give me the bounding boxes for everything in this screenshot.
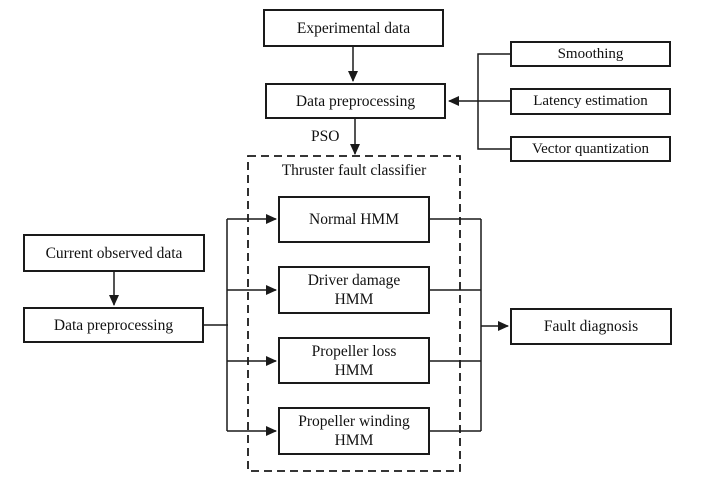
experimental-data-label: Experimental data [296, 19, 411, 37]
normal-hmm-label: Normal HMM [309, 211, 399, 228]
latency-estimation-label: Latency estimation [533, 93, 648, 109]
propeller-winding-hmm-node: Propeller winding HMM [278, 407, 430, 455]
current-observed-data-label: Current observed data [45, 244, 183, 262]
driver-damage-hmm-node: Driver damage HMM [278, 266, 430, 314]
data-preprocessing-left-node: Data preprocessing [23, 307, 204, 343]
current-observed-data-node: Current observed data [23, 234, 205, 272]
vector-quantization-node: Vector quantization [510, 136, 671, 162]
propeller-winding-hmm-label-line1: Propeller winding [298, 413, 410, 430]
propeller-loss-hmm-label-line1: Propeller loss [311, 342, 397, 360]
classifier-group-border [247, 155, 461, 472]
data-preprocessing-top-node: Data preprocessing [265, 83, 446, 119]
fault-diagnosis-label: Fault diagnosis [543, 318, 639, 335]
propeller-loss-hmm-label-line2: HMM [334, 361, 374, 379]
data-preprocessing-left-label: Data preprocessing [53, 316, 174, 334]
latency-estimation-node: Latency estimation [510, 88, 671, 115]
classifier-group-title: Thruster fault classifier [281, 162, 427, 179]
propeller-loss-hmm-node: Propeller loss HMM [278, 337, 430, 384]
normal-hmm-node: Normal HMM [278, 196, 430, 243]
smoothing-label: Smoothing [557, 45, 624, 62]
vector-quantization-label: Vector quantization [531, 140, 650, 157]
driver-damage-hmm-label-line1: Driver damage [307, 272, 401, 289]
smoothing-node: Smoothing [510, 41, 671, 67]
data-preprocessing-top-label: Data preprocessing [295, 92, 416, 110]
driver-damage-hmm-label-line2: HMM [334, 291, 374, 308]
experimental-data-node: Experimental data [263, 9, 444, 47]
fault-diagnosis-node: Fault diagnosis [510, 308, 672, 345]
pso-label: PSO [311, 128, 340, 145]
propeller-winding-hmm-label-line2: HMM [334, 432, 374, 449]
